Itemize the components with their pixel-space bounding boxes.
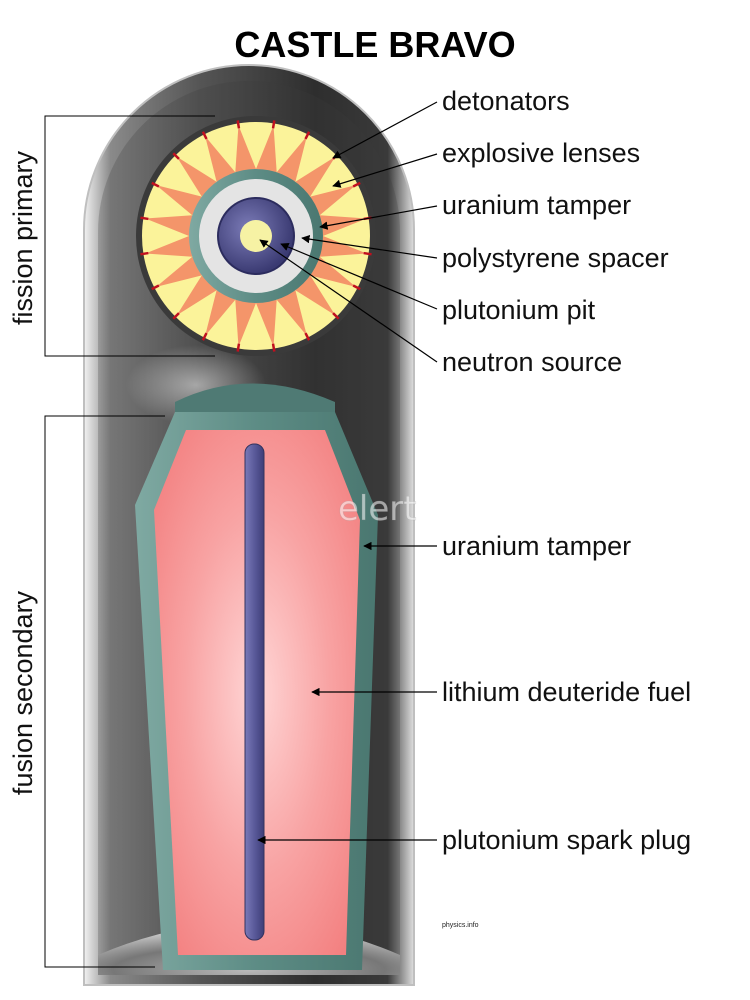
explosive-lens-segment <box>256 299 277 347</box>
credit-text: physics.info <box>442 922 479 929</box>
detonator-mark <box>271 343 276 352</box>
label-plutonium-pit: plutonium pit <box>442 295 596 325</box>
secondary-top-cap <box>175 383 335 418</box>
detonator-mark <box>201 131 208 140</box>
explosive-lens-segment <box>310 185 356 216</box>
fusion-secondary <box>135 383 378 970</box>
detonator-mark <box>332 312 340 320</box>
leader-detonators <box>332 101 438 159</box>
leader-lines <box>257 101 438 845</box>
detonator-mark <box>236 120 241 129</box>
leader-plutonium-pit <box>280 243 438 310</box>
explosive-lens-segment <box>205 136 236 182</box>
detonator-mark <box>352 284 361 291</box>
leader-neutron-source <box>259 239 438 363</box>
label-uranium-tamper-secondary: uranium tamper <box>442 531 631 561</box>
detonator-mark <box>172 152 180 160</box>
detonator-mark <box>304 131 311 140</box>
explosive-lens-segment <box>156 256 202 287</box>
neutron-source-core <box>240 220 272 252</box>
watermark-text: elert <box>338 489 417 529</box>
leader-polystyrene-spacer <box>301 234 438 259</box>
label-neutron-source: neutron source <box>442 347 622 377</box>
detonator-mark <box>172 312 180 320</box>
explosive-lens-segment <box>276 136 307 182</box>
explosive-lens-segment <box>176 275 217 316</box>
detonator-mark <box>151 181 160 188</box>
detonator-mark <box>140 216 149 221</box>
explosive-lens-segment <box>156 185 202 216</box>
diagram-title: CASTLE BRAVO <box>234 24 515 65</box>
explosive-lens-segment <box>235 299 256 347</box>
explosive-lens-segment <box>295 156 336 197</box>
detonator-mark <box>140 251 149 256</box>
explosive-lens-segment <box>145 236 193 257</box>
explosive-lens-segment <box>145 215 193 236</box>
explosive-lens-pattern <box>145 125 367 347</box>
label-explosive-lenses: explosive lenses <box>442 138 640 168</box>
explosive-lens-segment <box>319 236 367 257</box>
secondary-bracket <box>44 415 165 968</box>
detonator-mark <box>352 181 361 188</box>
explosive-lens-segment <box>235 125 256 173</box>
leader-explosive-lenses <box>332 153 438 188</box>
detonator-mark <box>151 284 160 291</box>
fusion-secondary-label: fusion secondary <box>8 590 38 795</box>
label-polystyrene-spacer: polystyrene spacer <box>442 243 669 273</box>
detonator-mark <box>236 343 241 352</box>
explosive-lens-segment <box>205 290 236 336</box>
detonator-mark <box>271 120 276 129</box>
explosive-lens-segment <box>295 275 336 316</box>
plutonium-spark-plug-rod <box>244 443 265 941</box>
label-lithium-deuteride-fuel: lithium deuteride fuel <box>442 677 691 707</box>
detonator-mark <box>304 332 311 341</box>
label-detonators: detonators <box>442 86 570 116</box>
primary-bracket <box>44 115 215 357</box>
detonator-mark <box>201 332 208 341</box>
label-plutonium-spark-plug: plutonium spark plug <box>442 825 691 855</box>
explosive-lens-segment <box>176 156 217 197</box>
fission-primary-sphere <box>136 116 376 356</box>
label-uranium-tamper-primary: uranium tamper <box>442 190 631 220</box>
fission-primary-label: fission primary <box>8 150 38 325</box>
explosive-lens-segment <box>276 290 307 336</box>
explosive-lens-segment <box>310 256 356 287</box>
leader-uranium-tamper-primary <box>319 205 438 230</box>
detonator-mark <box>363 251 372 256</box>
explosive-lens-segment <box>256 125 277 173</box>
